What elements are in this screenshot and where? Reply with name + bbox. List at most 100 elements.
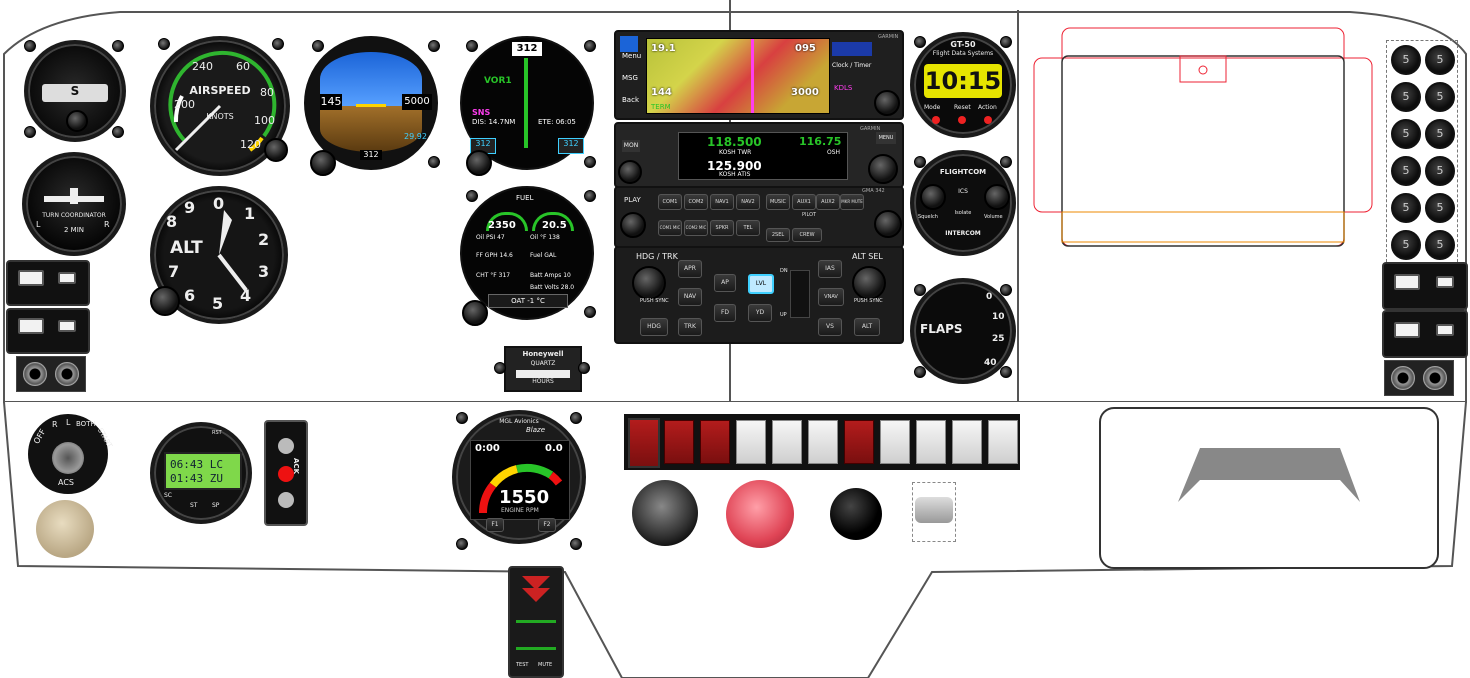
audio-aux1[interactable]: AUX1 bbox=[792, 194, 816, 210]
audio-left-knob[interactable] bbox=[620, 212, 646, 238]
rpm-arc bbox=[478, 463, 563, 514]
fuel-selector[interactable] bbox=[912, 482, 956, 542]
circuit-breaker[interactable]: 5 bbox=[1425, 230, 1455, 260]
headset-jacks-left[interactable] bbox=[16, 356, 86, 392]
gt50-reset-button[interactable]: Reset bbox=[954, 104, 971, 111]
switch-4[interactable] bbox=[736, 420, 766, 464]
switch-11[interactable] bbox=[988, 420, 1018, 464]
intercom-isolate: Isolate bbox=[954, 210, 972, 216]
nav-active-freq: 116.75 bbox=[799, 135, 842, 148]
mixture-knob[interactable] bbox=[726, 480, 794, 548]
airspeed-tick-120: 120 bbox=[240, 138, 261, 151]
ap-alt-button[interactable]: ALT bbox=[854, 318, 880, 336]
com-volume-knob[interactable] bbox=[618, 160, 642, 184]
ap-vs-button[interactable]: VS bbox=[818, 318, 842, 336]
ap-nav-button[interactable]: NAV bbox=[678, 288, 702, 306]
gt50-mode-button[interactable]: Mode bbox=[924, 104, 941, 111]
altimeter-needles bbox=[217, 210, 248, 292]
intercom-volume-knob[interactable] bbox=[984, 184, 1010, 210]
rpm-f2-button[interactable]: F2 bbox=[538, 518, 556, 532]
gtn-back-button[interactable]: Back bbox=[622, 96, 639, 104]
switch-3[interactable] bbox=[700, 420, 730, 464]
ap-ap-button[interactable]: AP bbox=[714, 274, 736, 292]
switch-6[interactable] bbox=[808, 420, 838, 464]
clock-sp[interactable]: SP bbox=[212, 502, 220, 509]
ap-pitch-wheel[interactable] bbox=[790, 270, 810, 318]
ack-label[interactable]: ACK bbox=[291, 458, 300, 474]
switch-2[interactable] bbox=[664, 420, 694, 464]
com-menu-button[interactable]: MENU bbox=[876, 132, 896, 144]
clock-st[interactable]: ST bbox=[190, 502, 198, 509]
audio-crew[interactable]: CREW bbox=[792, 228, 822, 242]
audio-music[interactable]: MUSIC bbox=[766, 194, 790, 210]
throttle-knob[interactable] bbox=[632, 480, 698, 546]
ap-vnav-button[interactable]: VNAV bbox=[818, 288, 844, 306]
switch-5[interactable] bbox=[772, 420, 802, 464]
ap-alt-knob[interactable] bbox=[852, 266, 886, 300]
audio-tel[interactable]: TEL bbox=[736, 220, 760, 236]
audio-aux2[interactable]: AUX2 bbox=[816, 194, 840, 210]
ap-yd-button[interactable]: YD bbox=[748, 304, 772, 322]
gtn-menu-button[interactable] bbox=[620, 36, 638, 52]
alt-digit-2: 2 bbox=[258, 230, 270, 249]
rpm-f1-button[interactable]: F1 bbox=[486, 518, 504, 532]
gtn-msg-button[interactable]: MSG bbox=[622, 74, 638, 82]
audio-spkr[interactable]: SPKR bbox=[710, 220, 734, 236]
audio-com1[interactable]: COM1 bbox=[658, 194, 682, 210]
circuit-breaker[interactable]: 5 bbox=[1391, 45, 1421, 75]
ap-alt-sel-label: ALT SEL bbox=[852, 252, 883, 261]
ap-lvl-button[interactable]: LVL bbox=[748, 274, 774, 294]
circuit-breaker[interactable]: 5 bbox=[1425, 45, 1455, 75]
circuit-breaker[interactable]: 5 bbox=[1391, 193, 1421, 223]
ap-hdg-knob[interactable] bbox=[632, 266, 666, 300]
switch-10[interactable] bbox=[952, 420, 982, 464]
switch-7[interactable] bbox=[844, 420, 874, 464]
circuit-breaker[interactable]: 5 bbox=[1391, 119, 1421, 149]
audio-com2-mic[interactable]: COM2 MIC bbox=[684, 220, 708, 236]
circuit-breaker[interactable]: 5 bbox=[1391, 230, 1421, 260]
gtn-clock-timer[interactable]: Clock / Timer bbox=[832, 62, 872, 69]
annun-test[interactable]: TEST bbox=[516, 662, 529, 668]
audio-play[interactable]: PLAY bbox=[624, 196, 641, 204]
audio-2sel[interactable]: 2SEL bbox=[766, 228, 790, 242]
switch-8[interactable] bbox=[880, 420, 910, 464]
audio-mkr-mute[interactable]: MKR MUTE bbox=[840, 194, 864, 210]
ap-apr-button[interactable]: APR bbox=[678, 260, 702, 278]
carb-heat-knob[interactable] bbox=[830, 488, 882, 540]
audio-pilot[interactable]: PILOT bbox=[802, 212, 817, 218]
clock-rst[interactable]: RST bbox=[212, 430, 222, 436]
circuit-breaker[interactable]: 5 bbox=[1425, 119, 1455, 149]
com-mon-button[interactable]: MON bbox=[622, 140, 640, 152]
flaps-indicator: FLAPS 0 10 25 40 bbox=[910, 278, 1016, 384]
gtn-knob[interactable] bbox=[874, 90, 900, 116]
primer-knob[interactable] bbox=[36, 500, 94, 558]
ap-fd-button[interactable]: FD bbox=[714, 304, 736, 322]
circuit-breaker[interactable]: 5 bbox=[1391, 82, 1421, 112]
circuit-breaker[interactable]: 5 bbox=[1425, 193, 1455, 223]
ap-push-sync-right: PUSH SYNC bbox=[854, 298, 883, 304]
ap-trk-button[interactable]: TRK bbox=[678, 318, 702, 336]
ap-ias-button[interactable]: IAS bbox=[818, 260, 842, 278]
annun-mute[interactable]: MUTE bbox=[538, 662, 553, 668]
circuit-breaker[interactable]: 5 bbox=[1391, 156, 1421, 186]
clock-sc[interactable]: SC bbox=[164, 492, 172, 499]
headset-jacks-right[interactable] bbox=[1384, 360, 1454, 396]
ignition-switch[interactable]: OFF R L BOTH START ACS bbox=[28, 414, 114, 494]
switch-1[interactable] bbox=[628, 418, 660, 468]
panel-screw bbox=[584, 190, 596, 202]
gt50-action-button[interactable]: Action bbox=[978, 104, 997, 111]
gtn-direct-to-button[interactable] bbox=[832, 42, 872, 56]
ap-hdg-button[interactable]: HDG bbox=[640, 318, 668, 336]
audio-com1-mic[interactable]: COM1 MIC bbox=[658, 220, 682, 236]
ack-panel: ACK bbox=[264, 420, 308, 526]
circuit-breaker[interactable]: 5 bbox=[1425, 82, 1455, 112]
audio-right-knob[interactable] bbox=[874, 210, 902, 238]
circuit-breaker[interactable]: 5 bbox=[1425, 156, 1455, 186]
audio-com2[interactable]: COM2 bbox=[684, 194, 708, 210]
com-freq-knob[interactable] bbox=[868, 154, 898, 184]
intercom-squelch-knob[interactable] bbox=[920, 184, 946, 210]
intercom-squelch-label: Squelch bbox=[918, 214, 938, 220]
audio-nav2[interactable]: NAV2 bbox=[736, 194, 760, 210]
audio-nav1[interactable]: NAV1 bbox=[710, 194, 734, 210]
switch-9[interactable] bbox=[916, 420, 946, 464]
